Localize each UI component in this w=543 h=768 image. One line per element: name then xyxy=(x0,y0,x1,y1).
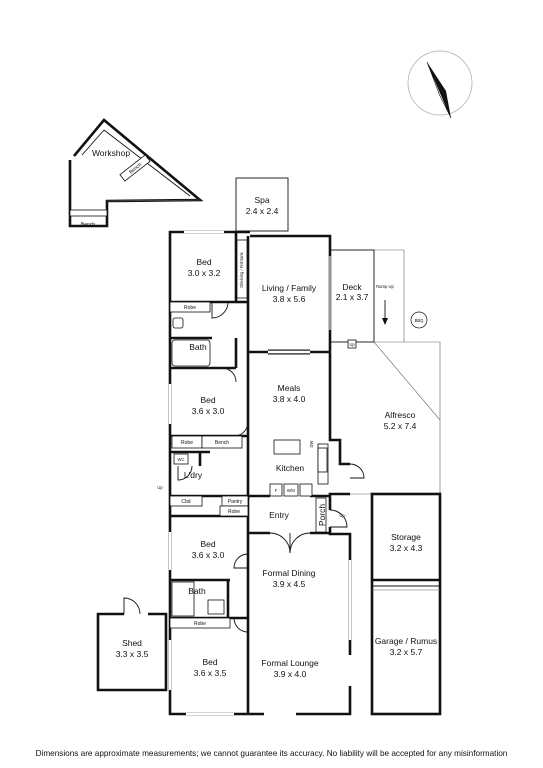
bbq-label: BBQ xyxy=(415,318,425,323)
living-label: Living / Family xyxy=(262,283,317,293)
bed-1-size: 3.0 x 3.2 xyxy=(188,268,221,278)
bed-4-size: 3.6 x 3.5 xyxy=(194,668,227,678)
bed-1-label: Bed xyxy=(196,257,211,267)
storage-garage xyxy=(370,492,442,716)
alfresco xyxy=(350,311,441,495)
north-arrow-icon xyxy=(407,50,473,119)
meals-size: 3.8 x 4.0 xyxy=(273,394,306,404)
robe-1-label: Robe xyxy=(184,305,196,311)
formal-lounge-size: 3.9 x 4.0 xyxy=(274,669,307,679)
garage-label: Garage / Rumus xyxy=(375,636,437,646)
robe-2-label: Robe xyxy=(181,440,193,446)
workshop xyxy=(68,118,204,228)
formal-dining-size: 3.9 x 4.5 xyxy=(273,579,306,589)
kitchen-label: Kitchen xyxy=(276,463,305,473)
bed-2-label: Bed xyxy=(200,395,215,405)
shelving-label: Shelving / Fishtank xyxy=(239,251,244,287)
disclaimer: Dimensions are approximate measurements;… xyxy=(35,749,508,758)
bed-2-size: 3.6 x 3.0 xyxy=(192,406,225,416)
laundry-up-label: Up xyxy=(157,485,163,490)
robe-4-label: Robe xyxy=(194,621,206,627)
deck-up-label: Up xyxy=(349,342,355,347)
living-size: 3.8 x 5.6 xyxy=(273,294,306,304)
storage-label: Storage xyxy=(391,532,421,542)
cupboard-label: Cbd xyxy=(181,499,190,505)
alfresco-label: Alfresco xyxy=(385,410,416,420)
formal-lounge-label: Formal Lounge xyxy=(261,658,318,668)
wc-label: WC xyxy=(178,457,185,462)
spa-size: 2.4 x 2.4 xyxy=(246,206,279,216)
fridge-label: F xyxy=(275,488,278,493)
porch-up-label: Up xyxy=(339,513,345,518)
deck-label: Deck xyxy=(342,282,362,292)
bed-3-size: 3.6 x 3.0 xyxy=(192,550,225,560)
storage-size: 3.2 x 4.3 xyxy=(390,543,423,553)
deck-size: 2.1 x 3.7 xyxy=(336,292,369,302)
pantry-label: Pantry xyxy=(228,499,243,505)
bed-3-label: Bed xyxy=(200,539,215,549)
bath-2-label: Bath xyxy=(188,586,206,596)
formal-dining-label: Formal Dining xyxy=(263,568,316,578)
robe-3-label: Robe xyxy=(228,509,240,515)
meals-label: Meals xyxy=(278,383,301,393)
alfresco-size: 5.2 x 7.4 xyxy=(384,421,417,431)
workshop-label: Workshop xyxy=(92,148,130,158)
shed-size: 3.3 x 3.5 xyxy=(116,649,149,659)
shed-label: Shed xyxy=(122,638,142,648)
porch-label: Porch xyxy=(317,504,327,526)
doors xyxy=(177,301,365,633)
shed xyxy=(96,597,168,692)
deck xyxy=(329,249,405,349)
spa-label: Spa xyxy=(254,195,269,205)
entry-label: Entry xyxy=(269,510,290,520)
bed-4-label: Bed xyxy=(202,657,217,667)
ramp-label: Ramp Up xyxy=(376,284,394,289)
fixtures xyxy=(169,239,329,629)
workshop-bench-bottom-label: Bench xyxy=(81,222,95,228)
garage-size: 3.2 x 5.7 xyxy=(390,647,423,657)
bath-1-label: Bath xyxy=(189,342,207,352)
spa xyxy=(235,177,289,232)
dw-label: DW xyxy=(309,440,314,447)
kitchen-bench-label: Bench xyxy=(215,440,229,446)
laundry-label: L'dry xyxy=(184,470,203,480)
wall-oven-label: W/O xyxy=(287,488,296,493)
